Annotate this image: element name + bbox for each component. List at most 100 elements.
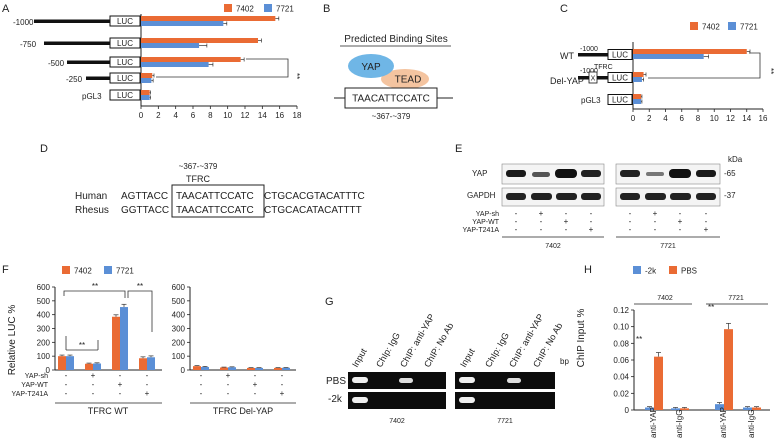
x-tick-label: 14 <box>258 111 267 120</box>
matrix-cell: + <box>226 371 231 380</box>
y-tick-label: 0.08 <box>613 339 629 348</box>
band <box>532 172 550 177</box>
legend-c: 7402 7721 <box>690 22 758 32</box>
matrix-cell: - <box>281 371 284 380</box>
legend-a-label-7402: 7402 <box>236 5 254 14</box>
cond-f-wt: YAP-WT <box>21 382 48 389</box>
lane-label: Input <box>350 346 369 369</box>
luc-box <box>109 72 141 84</box>
luc-label: LUC <box>612 96 628 105</box>
matrix-cell: - <box>119 371 122 380</box>
protein-yap: YAP <box>472 169 487 178</box>
blot-gapdh-7402 <box>501 187 605 207</box>
x-tick-label: 4 <box>173 111 178 120</box>
x-tick-label: 2 <box>156 111 161 120</box>
matrix-e: --++--------++--------++ <box>515 209 709 234</box>
row-pbs: PBS <box>326 376 346 387</box>
matrix-cell: - <box>705 209 708 218</box>
matrix-cell: - <box>92 380 95 389</box>
bracket-f-3 <box>127 290 153 332</box>
deletion-box <box>588 71 598 84</box>
matrix-cell: + <box>539 209 544 218</box>
bp-label: bp <box>560 357 569 366</box>
matrix-cell: - <box>227 389 230 398</box>
promoter-line <box>44 41 111 45</box>
bar-7402 <box>220 367 228 370</box>
matrix-cell: - <box>119 389 122 398</box>
panel-f: 7402 7721 Relative LUC % 010020030040050… <box>7 266 296 416</box>
construct-a-4: -250 LUC <box>66 72 141 84</box>
luc-label: LUC <box>612 74 628 83</box>
mw-65: -65 <box>724 169 736 178</box>
binding-seq-box <box>344 87 438 109</box>
bar-PBS <box>752 407 761 410</box>
matrix-cell: - <box>227 380 230 389</box>
tead-label: TEAD <box>395 75 422 86</box>
cell-g-7721: 7721 <box>497 418 513 425</box>
human-seq-left: AGTTACC <box>121 191 168 202</box>
bar-7402 <box>141 16 276 21</box>
x-tick-label: 12 <box>241 111 250 120</box>
legend-a-swatch-7721 <box>264 4 272 12</box>
bar-7721 <box>141 21 224 26</box>
y-tick-label: 0.12 <box>613 306 629 315</box>
mw-37: -37 <box>724 191 736 200</box>
matrix-f: --++--------++--------++ <box>65 371 285 398</box>
matrix-cell: - <box>65 389 68 398</box>
kda-label: kDa <box>728 155 743 164</box>
h-ylabel: ChIP Input % <box>576 309 587 368</box>
panel-label-g: G <box>325 296 334 308</box>
sig-h-1: ** <box>636 335 642 344</box>
legend-h: -2k PBS <box>633 266 697 276</box>
rhesus-seq-site: TAACATTCCATC <box>176 205 254 216</box>
luc-label: LUC <box>117 91 133 100</box>
construct-c-pgl3: pGL3 LUC <box>581 94 633 105</box>
significance-c: ** <box>766 68 775 74</box>
blot-yap-7721 <box>615 163 721 185</box>
luc-label: LUC <box>117 39 133 48</box>
legend-f: 7402 7721 <box>62 266 134 276</box>
gel-pbs-7402 <box>348 372 446 389</box>
matrix-cell: - <box>654 217 657 226</box>
cell-h-7721: 7721 <box>728 295 744 302</box>
matrix-cell: - <box>515 209 518 218</box>
panel-label-e: E <box>455 143 462 155</box>
panel-label-b: B <box>323 3 330 15</box>
sig-f-3: ** <box>137 282 143 291</box>
y-tick-label: 0 <box>625 406 630 415</box>
panel-a: 7402 7721 -1000 LUC -750 LUC -500 LUC -2… <box>13 4 302 120</box>
construct-a-2-label: -750 <box>20 40 37 49</box>
panel-label-h: H <box>584 264 592 276</box>
bar-7721 <box>282 367 290 370</box>
tead-ellipse <box>381 69 429 89</box>
matrix-cell: - <box>515 217 518 226</box>
matrix-cell: - <box>565 209 568 218</box>
construct-a-4-label: -250 <box>66 75 83 84</box>
y-tick-label: 400 <box>172 311 186 320</box>
matrix-cell: - <box>65 380 68 389</box>
bar-7721 <box>633 54 704 59</box>
gel-band <box>352 397 368 403</box>
bar-PBS <box>654 356 663 410</box>
legend-f-label-7402: 7402 <box>74 267 92 276</box>
gel-2k-7402 <box>348 392 446 409</box>
bar-7721 <box>93 363 101 370</box>
x-tick-label: anti-YAP <box>649 407 658 438</box>
construct-a-5-label: pGL3 <box>82 92 102 101</box>
matrix-cell: + <box>280 389 285 398</box>
x-tick-label: anti-IgG <box>675 410 684 438</box>
x-tick-label: 12 <box>726 114 735 123</box>
gel-2k-7721 <box>455 392 555 409</box>
legend-c-swatch-7721 <box>728 22 736 30</box>
alignment-range: ~367-~379 <box>179 162 218 171</box>
bar-7402 <box>58 356 66 370</box>
bar-7721 <box>228 367 236 370</box>
x-tick-label: 6 <box>191 111 196 120</box>
matrix-cell: + <box>118 380 123 389</box>
bar-7402 <box>247 367 255 370</box>
matrix-cell: - <box>146 371 149 380</box>
band <box>581 193 601 200</box>
band <box>506 170 526 177</box>
